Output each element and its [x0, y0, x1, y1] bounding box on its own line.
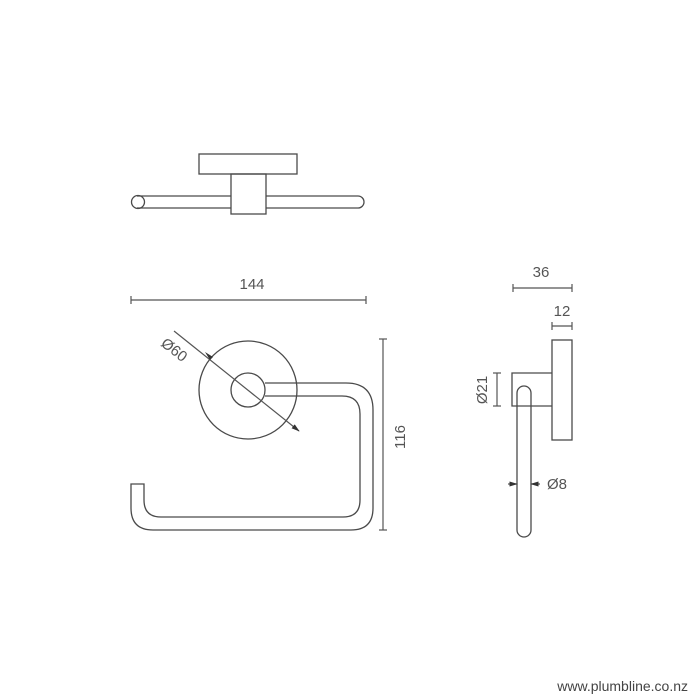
side-view: 36 12 Ø21 Ø8: [474, 264, 573, 538]
top-rod-right: [266, 195, 365, 209]
rod-diameter-label: Ø8: [547, 476, 567, 493]
height-label: 116: [392, 425, 409, 449]
diameter-leader: [173, 330, 300, 432]
top-rod-end-circle: [130, 194, 146, 210]
backplate-circle: [198, 340, 298, 440]
rod-outline: [130, 382, 374, 531]
thickness-label: 12: [554, 303, 571, 320]
top-backplate: [198, 153, 298, 175]
side-post: [511, 372, 552, 407]
website-url: www.plumbline.co.nz: [557, 678, 688, 694]
top-rod-left: [137, 195, 231, 209]
depth-label: 36: [533, 264, 550, 281]
top-post: [230, 173, 267, 215]
top-view: [130, 153, 365, 215]
width-label: 144: [239, 276, 264, 293]
post-circle: [230, 372, 266, 408]
side-rod: [516, 385, 532, 538]
post-diameter-label: Ø21: [474, 376, 491, 404]
front-view: 144 Ø60 116: [130, 276, 409, 531]
side-backplate: [551, 339, 573, 441]
